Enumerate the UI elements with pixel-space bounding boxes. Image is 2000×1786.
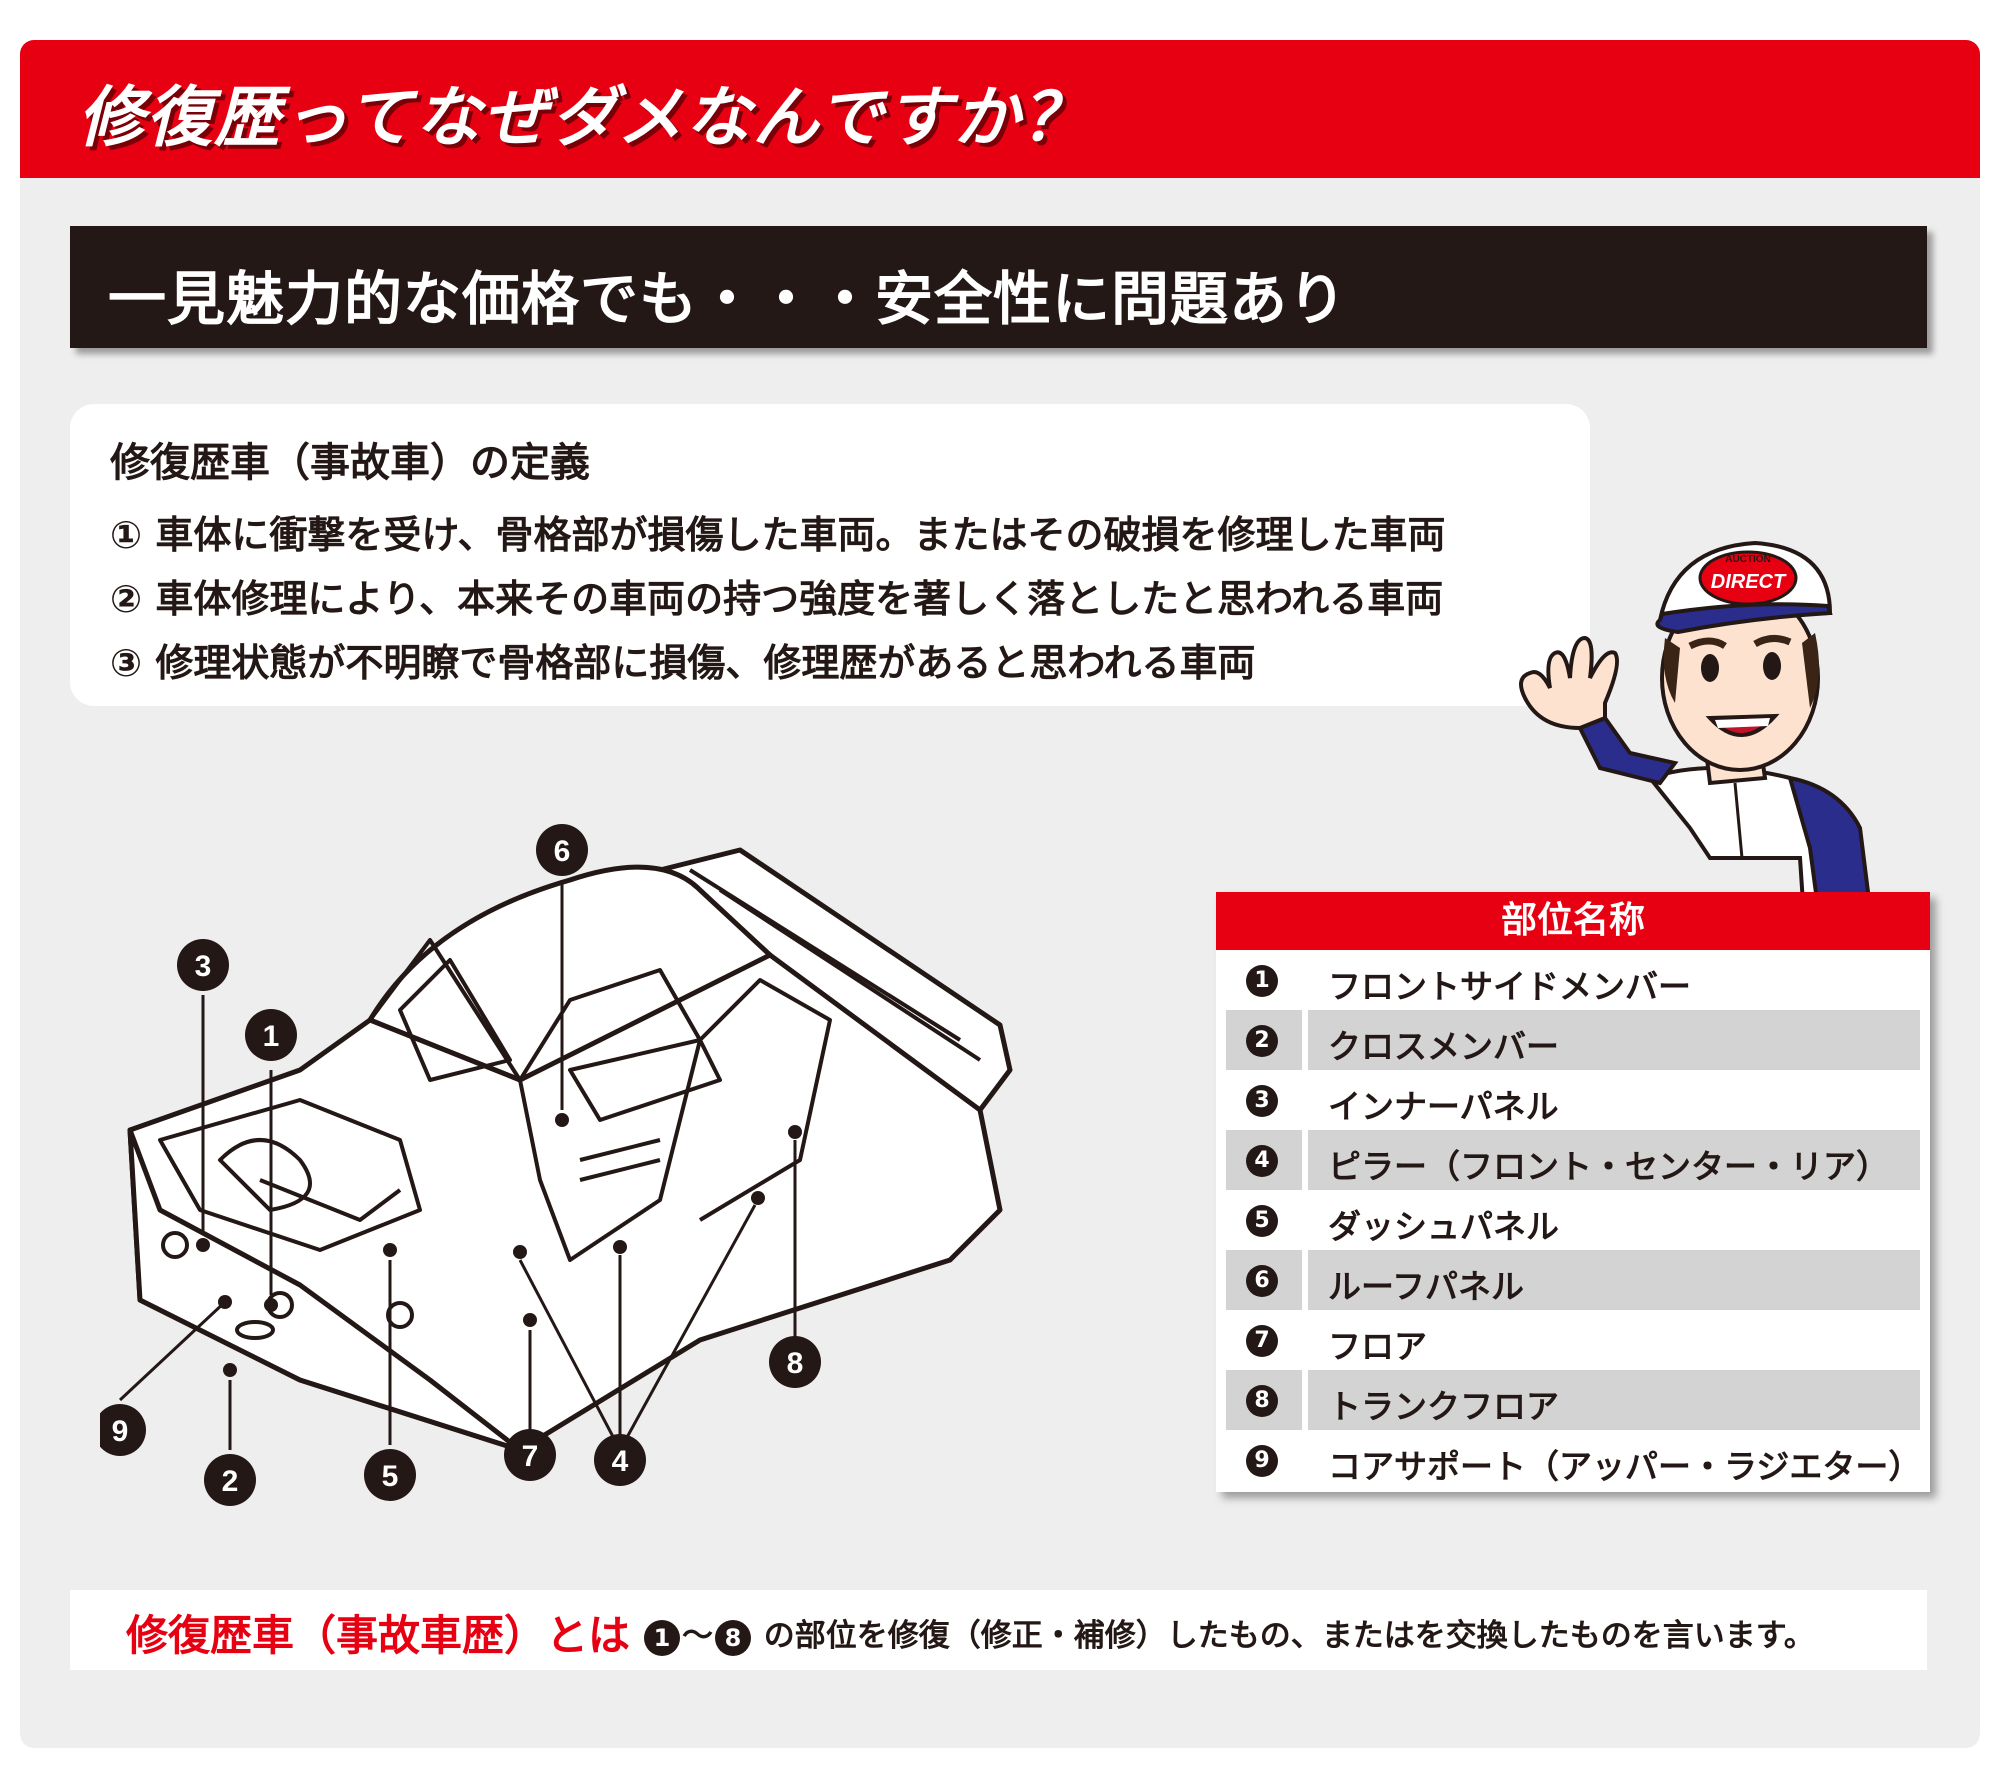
row-number: 7 [1246,1325,1278,1357]
table-row: 6 ルーフパネル [1216,1250,1930,1310]
cap-small-text: AUCTION [1725,554,1771,565]
summary-label: 修復歴車（事故車歴）とは [126,1611,631,1660]
definition-item: ③ 修理状態が不明瞭で骨格部に損傷、修理歴があると思われる車両 [110,641,1256,685]
marker-3: 3 [177,939,229,991]
svg-text:7: 7 [522,1440,539,1473]
main-panel: 修復歴ってなぜダメなんですか？ 一見魅力的な価格でも・・・安全性に問題あり 修復… [20,40,1980,1748]
row-label: フロア [1328,1327,1427,1366]
marker-7: 7 [504,1429,556,1481]
summary-bar: 修復歴車（事故車歴）とは 1～8 の部位を修復（修正・補修）したもの、またはを交… [70,1590,1927,1670]
row-label: ダッシュパネル [1328,1207,1559,1246]
subheading-bar: 一見魅力的な価格でも・・・安全性に問題あり [70,226,1927,348]
svg-text:4: 4 [612,1445,629,1478]
summary-text: 1～8 の部位を修復（修正・補修）したもの、またはを交換したものを言います。 [642,1610,1815,1656]
table-row: 1 フロントサイドメンバー [1216,950,1930,1010]
row-number: 9 [1246,1445,1278,1477]
marker-4: 4 [594,1434,646,1486]
mascot-illustration: AUCTION DIRECT [1519,540,1893,1036]
row-number: 8 [1246,1385,1278,1417]
parts-table: 部位名称 1 フロントサイドメンバー 2 クロスメンバー 3 インナーパネル 4… [1216,892,1930,1492]
table-row: 4 ピラー（フロント・センター・リア） [1216,1130,1930,1190]
svg-text:2: 2 [222,1465,239,1498]
svg-text:1: 1 [263,1020,280,1053]
car-frame-diagram: 6 3 1 9 2 5 7 4 8 [100,824,1013,1506]
svg-text:8: 8 [787,1347,804,1380]
summary-sentence: の部位を修復（修正・補修）したもの、またはを交換したものを言います。 [763,1618,1815,1654]
definition-item: ② 車体修理により、本来その車両の持つ強度を著しく落としたと思われる車両 [110,577,1444,621]
page-title: 修復歴ってなぜダメなんですか？ [78,79,1090,156]
definition-title: 修復歴車（事故車）の定義 [110,440,590,486]
row-number: 4 [1246,1145,1278,1177]
cap-logo-text: DIRECT [1711,571,1787,593]
table-row: 3 インナーパネル [1216,1070,1930,1130]
row-label: トランクフロア [1328,1387,1559,1426]
marker-8: 8 [769,1336,821,1388]
marker-2: 2 [204,1454,256,1506]
range-end-number: 8 [715,1619,751,1656]
range-tilde: ～ [682,1618,713,1654]
row-number: 1 [1246,965,1278,997]
marker-5: 5 [364,1449,416,1501]
parts-table-title: 部位名称 [1216,892,1930,950]
definition-box: 修復歴車（事故車）の定義 ① 車体に衝撃を受け、骨格部が損傷した車両。またはその… [70,404,1590,706]
svg-text:6: 6 [554,835,571,868]
header-banner: 修復歴ってなぜダメなんですか？ [20,40,1980,178]
definition-item: ① 車体に衝撃を受け、骨格部が損傷した車両。またはその破損を修理した車両 [110,513,1446,557]
table-row: 9 コアサポート（アッパー・ラジエター） [1216,1430,1930,1490]
table-row: 5 ダッシュパネル [1216,1190,1930,1250]
row-label: ピラー（フロント・センター・リア） [1328,1147,1889,1186]
range-start-number: 1 [644,1619,680,1656]
table-row: 2 クロスメンバー [1216,1010,1930,1070]
svg-text:5: 5 [382,1460,399,1493]
row-label: インナーパネル [1328,1087,1559,1126]
table-row: 8 トランクフロア [1216,1370,1930,1430]
marker-6: 6 [536,824,588,876]
row-number: 5 [1246,1205,1278,1237]
row-label: コアサポート（アッパー・ラジエター） [1328,1447,1922,1486]
row-label: クロスメンバー [1328,1027,1559,1066]
svg-text:3: 3 [195,950,212,983]
row-number: 3 [1246,1085,1278,1117]
marker-1: 1 [245,1009,297,1061]
row-number: 6 [1246,1265,1278,1297]
marker-9: 9 [100,1404,146,1456]
row-label: ルーフパネル [1328,1267,1525,1306]
subheading-text: 一見魅力的な価格でも・・・安全性に問題あり [108,265,1348,333]
row-label: フロントサイドメンバー [1328,967,1691,1006]
table-row: 7 フロア [1216,1310,1930,1370]
row-number: 2 [1246,1025,1278,1057]
svg-text:9: 9 [112,1415,129,1448]
